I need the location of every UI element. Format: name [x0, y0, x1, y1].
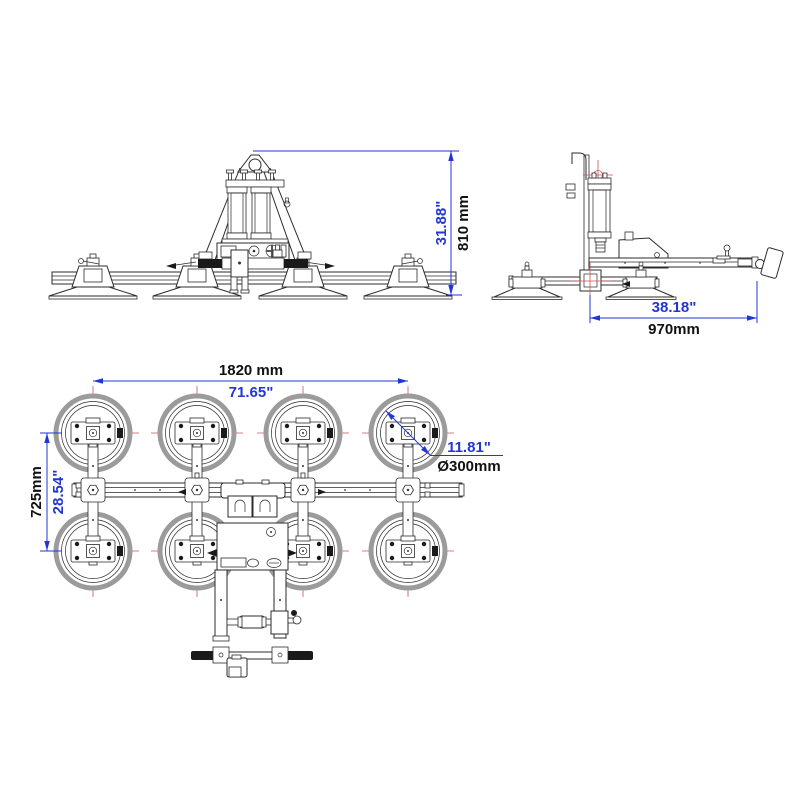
plan-right-grip: [286, 651, 313, 660]
plan-beam-junction-4: [395, 477, 421, 503]
lifting-eye-hole: [248, 158, 262, 172]
plan-width-mm: 1820 mm: [219, 362, 283, 379]
plan-handle-assembly: [191, 569, 313, 678]
front-height-dimension: 31.88" 810 mm: [253, 150, 472, 296]
plan-junction-clamps: [75, 472, 431, 498]
plan-depth-inches: 28.54": [50, 470, 67, 515]
cup-diameter-inches: 11.81": [447, 439, 491, 456]
plan-beam-junction-3: [290, 477, 316, 503]
side-control-handle: [755, 247, 784, 279]
front-top-bar: [225, 169, 285, 188]
front-cup-levers: [78, 258, 423, 269]
plan-cup-bracket: [174, 535, 220, 566]
side-beam-junction: [570, 262, 612, 298]
front-vacuum-cylinders: [221, 186, 289, 244]
side-view: 38.18" 970mm: [491, 152, 784, 338]
front-height-inches: 31.88": [433, 201, 450, 246]
plan-beam-junction-2: [184, 477, 210, 503]
plan-width-inches: 71.65": [229, 384, 274, 401]
plan-view: 1820 mm 71.65" 725mm 28.54" 11.81" Ø300m…: [28, 362, 503, 678]
plan-cup-bracket: [70, 417, 116, 448]
side-reach-mm: 970mm: [648, 321, 700, 338]
plan-beam-junction-1: [80, 477, 106, 503]
plan-center-body: [216, 479, 289, 571]
side-hook: [571, 152, 587, 180]
side-vacuum-tank: [565, 172, 612, 253]
side-cup-release-lever: [622, 281, 630, 287]
plan-cup-bracket: [70, 535, 116, 566]
plan-depth-mm: 725mm: [28, 466, 45, 518]
plan-left-grip: [191, 651, 218, 660]
plan-gauge: [266, 527, 276, 537]
front-height-mm: 810 mm: [455, 195, 472, 251]
cup-diameter-mm: Ø300mm: [437, 458, 500, 475]
front-carriage: [198, 244, 308, 294]
front-view: 31.88" 810 mm: [48, 150, 472, 300]
side-reach-dimension: 38.18" 970mm: [589, 281, 758, 338]
plan-depth-dimension: 725mm 28.54": [28, 432, 67, 552]
plan-width-dimension: 1820 mm 71.65": [93, 362, 408, 401]
plan-cup-bracket: [280, 417, 326, 448]
front-main-beam: [51, 271, 457, 285]
plan-cup-bracket: [174, 417, 220, 448]
plan-cup-bracket: [385, 535, 431, 566]
vacuum-gauge-1: [248, 245, 260, 257]
side-reach-inches: 38.18": [652, 299, 697, 316]
cup-diameter-callout: 11.81" Ø300mm: [385, 410, 503, 475]
side-extension-arm: [588, 244, 759, 269]
